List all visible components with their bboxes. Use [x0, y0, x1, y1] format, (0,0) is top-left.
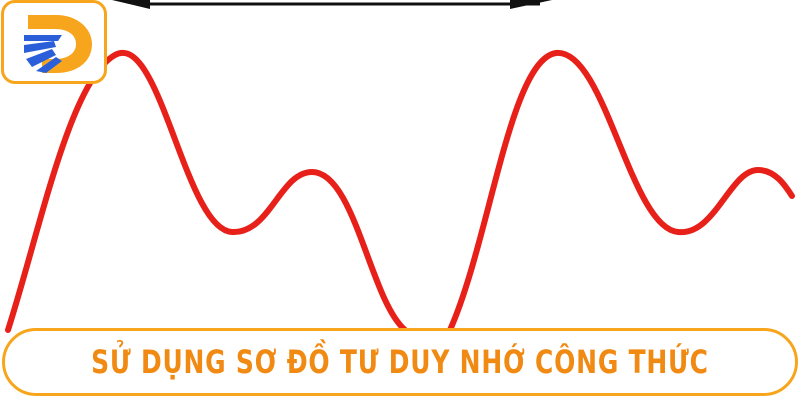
caption-text: SỬ DỤNG SƠ ĐỒ TƯ DUY NHỚ CÔNG THỨC: [91, 343, 709, 381]
caption-banner: SỬ DỤNG SƠ ĐỒ TƯ DUY NHỚ CÔNG THỨC: [2, 328, 798, 396]
d-letter-logo-icon: [24, 15, 92, 73]
double-arrow-icon: [112, 0, 552, 9]
red-wave-line: [5, 49, 795, 333]
brand-logo: [1, 0, 107, 84]
